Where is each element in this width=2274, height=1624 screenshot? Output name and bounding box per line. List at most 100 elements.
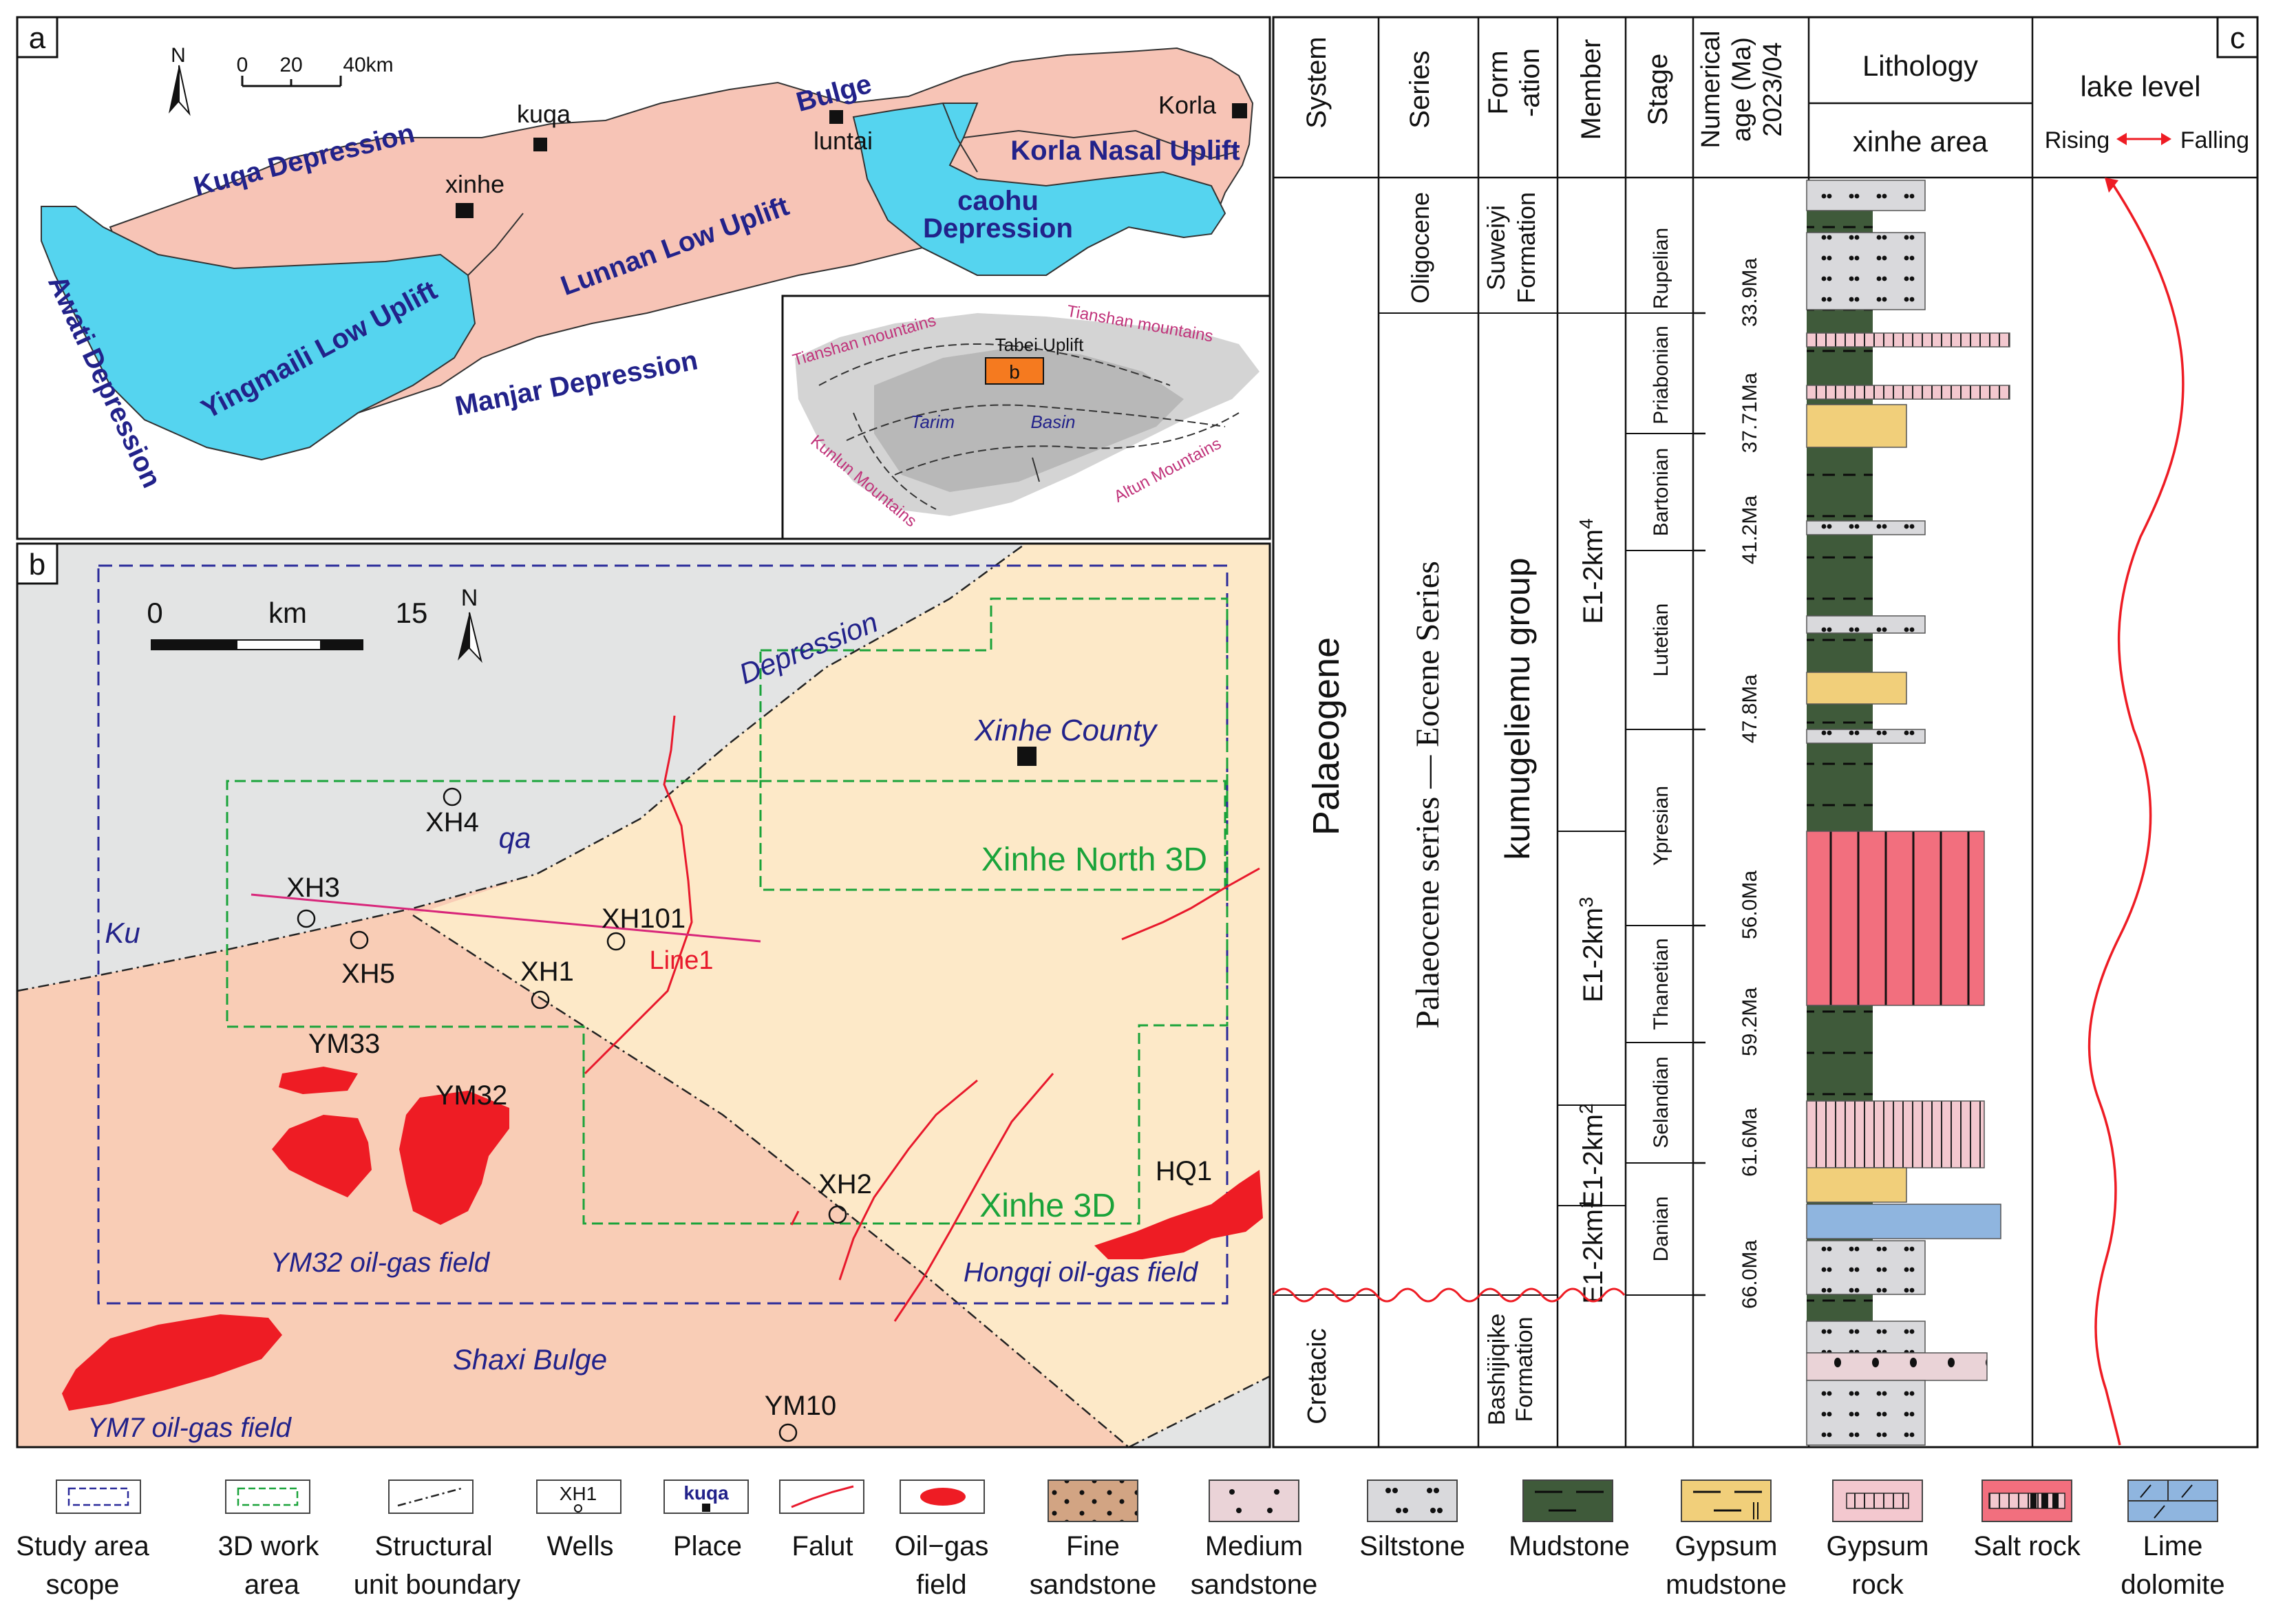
lake-level-curve [2087, 184, 2185, 1446]
line1-label: Line1 [650, 946, 714, 975]
age-label: 56.0Ma [1739, 870, 1761, 939]
header-lake-level: lake level [2080, 70, 2200, 103]
line1 [251, 893, 761, 943]
svg-text:Tarim: Tarim [911, 412, 955, 432]
structural-boundary [412, 914, 1129, 1448]
svg-text:scope: scope [46, 1570, 120, 1600]
field-label-ym32: YM32 [436, 1080, 508, 1111]
field-label-hq1: HQ1 [1156, 1156, 1212, 1186]
age-label: 33.9Ma [1739, 258, 1761, 327]
label-caohu: caohu [957, 186, 1039, 216]
svg-text:mudstone: mudstone [1666, 1570, 1787, 1600]
system-palaeogene: Palaeogene [1306, 637, 1347, 835]
label-xinhe-3d: Xinhe 3D [979, 1188, 1115, 1224]
well-xh3 [297, 909, 316, 928]
formation-suweiyi-2: Formation [1512, 192, 1540, 303]
svg-text:Gypsum: Gypsum [1827, 1531, 1929, 1561]
yingmaili-depression-area [41, 206, 476, 461]
member-3: E1-2km3 [1575, 897, 1608, 1002]
legend-item-study-area: Study area scope [16, 1479, 149, 1600]
svg-text:area: area [244, 1570, 300, 1600]
scale-bar-b: 0 km 15 [147, 597, 427, 650]
well-xh4 [443, 787, 462, 806]
place-marker [1017, 747, 1037, 766]
well-label: XH2 [818, 1169, 872, 1199]
grey-zone-corner [1129, 1376, 1270, 1447]
header-ation: -ation [1515, 48, 1545, 117]
structural-boundary [1128, 1375, 1271, 1449]
svg-text:Lime: Lime [2143, 1531, 2203, 1561]
legend-item-wells: XH1 Wells [536, 1479, 621, 1561]
svg-text:Gypsum: Gypsum [1675, 1531, 1778, 1561]
boundary-line [467, 213, 524, 276]
place-kuqa: kuqa [517, 100, 571, 128]
label-caohu-depression: Depression [923, 213, 1073, 244]
stage-rupelian: Rupelian [1650, 228, 1672, 309]
caohu-depression-area [852, 103, 1226, 276]
age-label: 66.0Ma [1739, 1240, 1761, 1309]
svg-text:kuqa: kuqa [683, 1482, 729, 1504]
svg-text:km: km [268, 597, 307, 629]
svg-text:N: N [461, 585, 478, 611]
svg-text:XH1: XH1 [560, 1483, 597, 1504]
structural-boundary [17, 542, 1026, 992]
svg-text:sandstone: sandstone [1191, 1570, 1318, 1600]
age-label: 61.6Ma [1739, 1108, 1761, 1177]
cream-zone [413, 544, 1270, 1447]
field-label-ym7: YM7 oil-gas field [87, 1413, 292, 1443]
legend-item-medium-sandstone: Medium sandstone [1191, 1479, 1318, 1600]
label-ku: Ku [105, 917, 140, 949]
stage-selandian: Selandian [1650, 1056, 1672, 1148]
oil-gas-fields [62, 1067, 1263, 1411]
svg-text:Place: Place [673, 1531, 742, 1561]
header-rising: Rising [2045, 127, 2110, 153]
panel-c-label: c [2230, 21, 2245, 55]
label-xinhe-north-3d: Xinhe North 3D [981, 842, 1207, 878]
well-label: XH4 [425, 807, 479, 837]
svg-text:20: 20 [279, 54, 302, 76]
svg-text:0: 0 [237, 54, 248, 76]
lithology-column [1806, 180, 2010, 1446]
place-korla: Korla [1158, 91, 1217, 119]
header-lithology: Lithology [1862, 50, 1978, 82]
svg-text:unit boundary: unit boundary [354, 1570, 520, 1600]
panel-b: XH4 XH3 XH5 XH101 XH1 XH2 YM10 Line1 YM3… [16, 542, 1271, 1449]
legend-item-lime-dolomite: Lime dolomite [2121, 1479, 2225, 1600]
work-area-3d [226, 597, 1229, 1225]
header-member: Member [1576, 39, 1606, 140]
header-age: age (Ma) [1728, 37, 1756, 142]
svg-text:Oil−gas: Oil−gas [895, 1531, 989, 1561]
legend-item-fault: Falut [779, 1479, 864, 1561]
legend-item-3d-work-area: 3D work area [218, 1479, 319, 1600]
svg-text:Fine: Fine [1066, 1531, 1120, 1561]
formation-suweiyi: Suweiyi [1482, 205, 1510, 290]
legend-item-fine-sandstone: Fine sandstone [1030, 1479, 1156, 1600]
place-marker [456, 203, 474, 218]
svg-text:40km: 40km [343, 54, 393, 76]
north-arrow-icon: N [458, 585, 482, 663]
legend-item-gypsum-mudstone: Gypsum mudstone [1666, 1479, 1787, 1600]
member-4: E1-2km4 [1575, 518, 1608, 623]
double-arrow-icon [2116, 133, 2171, 145]
well-label: XH5 [341, 959, 395, 989]
svg-text:rock: rock [1851, 1570, 1904, 1600]
label-qa: qa [499, 822, 531, 854]
svg-text:Study area: Study area [16, 1531, 149, 1561]
faults [584, 715, 1260, 1322]
series-oligocene: Oligocene [1406, 192, 1434, 303]
place-marker [1232, 103, 1247, 118]
inset-study-box [985, 357, 1044, 385]
member-1: E1-2km1 [1575, 1198, 1608, 1303]
arrow-head-icon [2105, 178, 2118, 193]
legend-item-structural-boundary: Structural unit boundary [354, 1479, 520, 1600]
well-xh2 [828, 1205, 847, 1224]
member-2: E1-2km2 [1575, 1103, 1608, 1208]
well-ym10 [778, 1423, 798, 1442]
stage-danian: Danian [1650, 1196, 1672, 1261]
field-label-hongqi: Hongqi oil-gas field [964, 1257, 1199, 1288]
legend-item-place: kuqa Place [663, 1479, 749, 1561]
svg-text:field: field [916, 1570, 966, 1600]
work-area-3d-north [759, 780, 1226, 891]
